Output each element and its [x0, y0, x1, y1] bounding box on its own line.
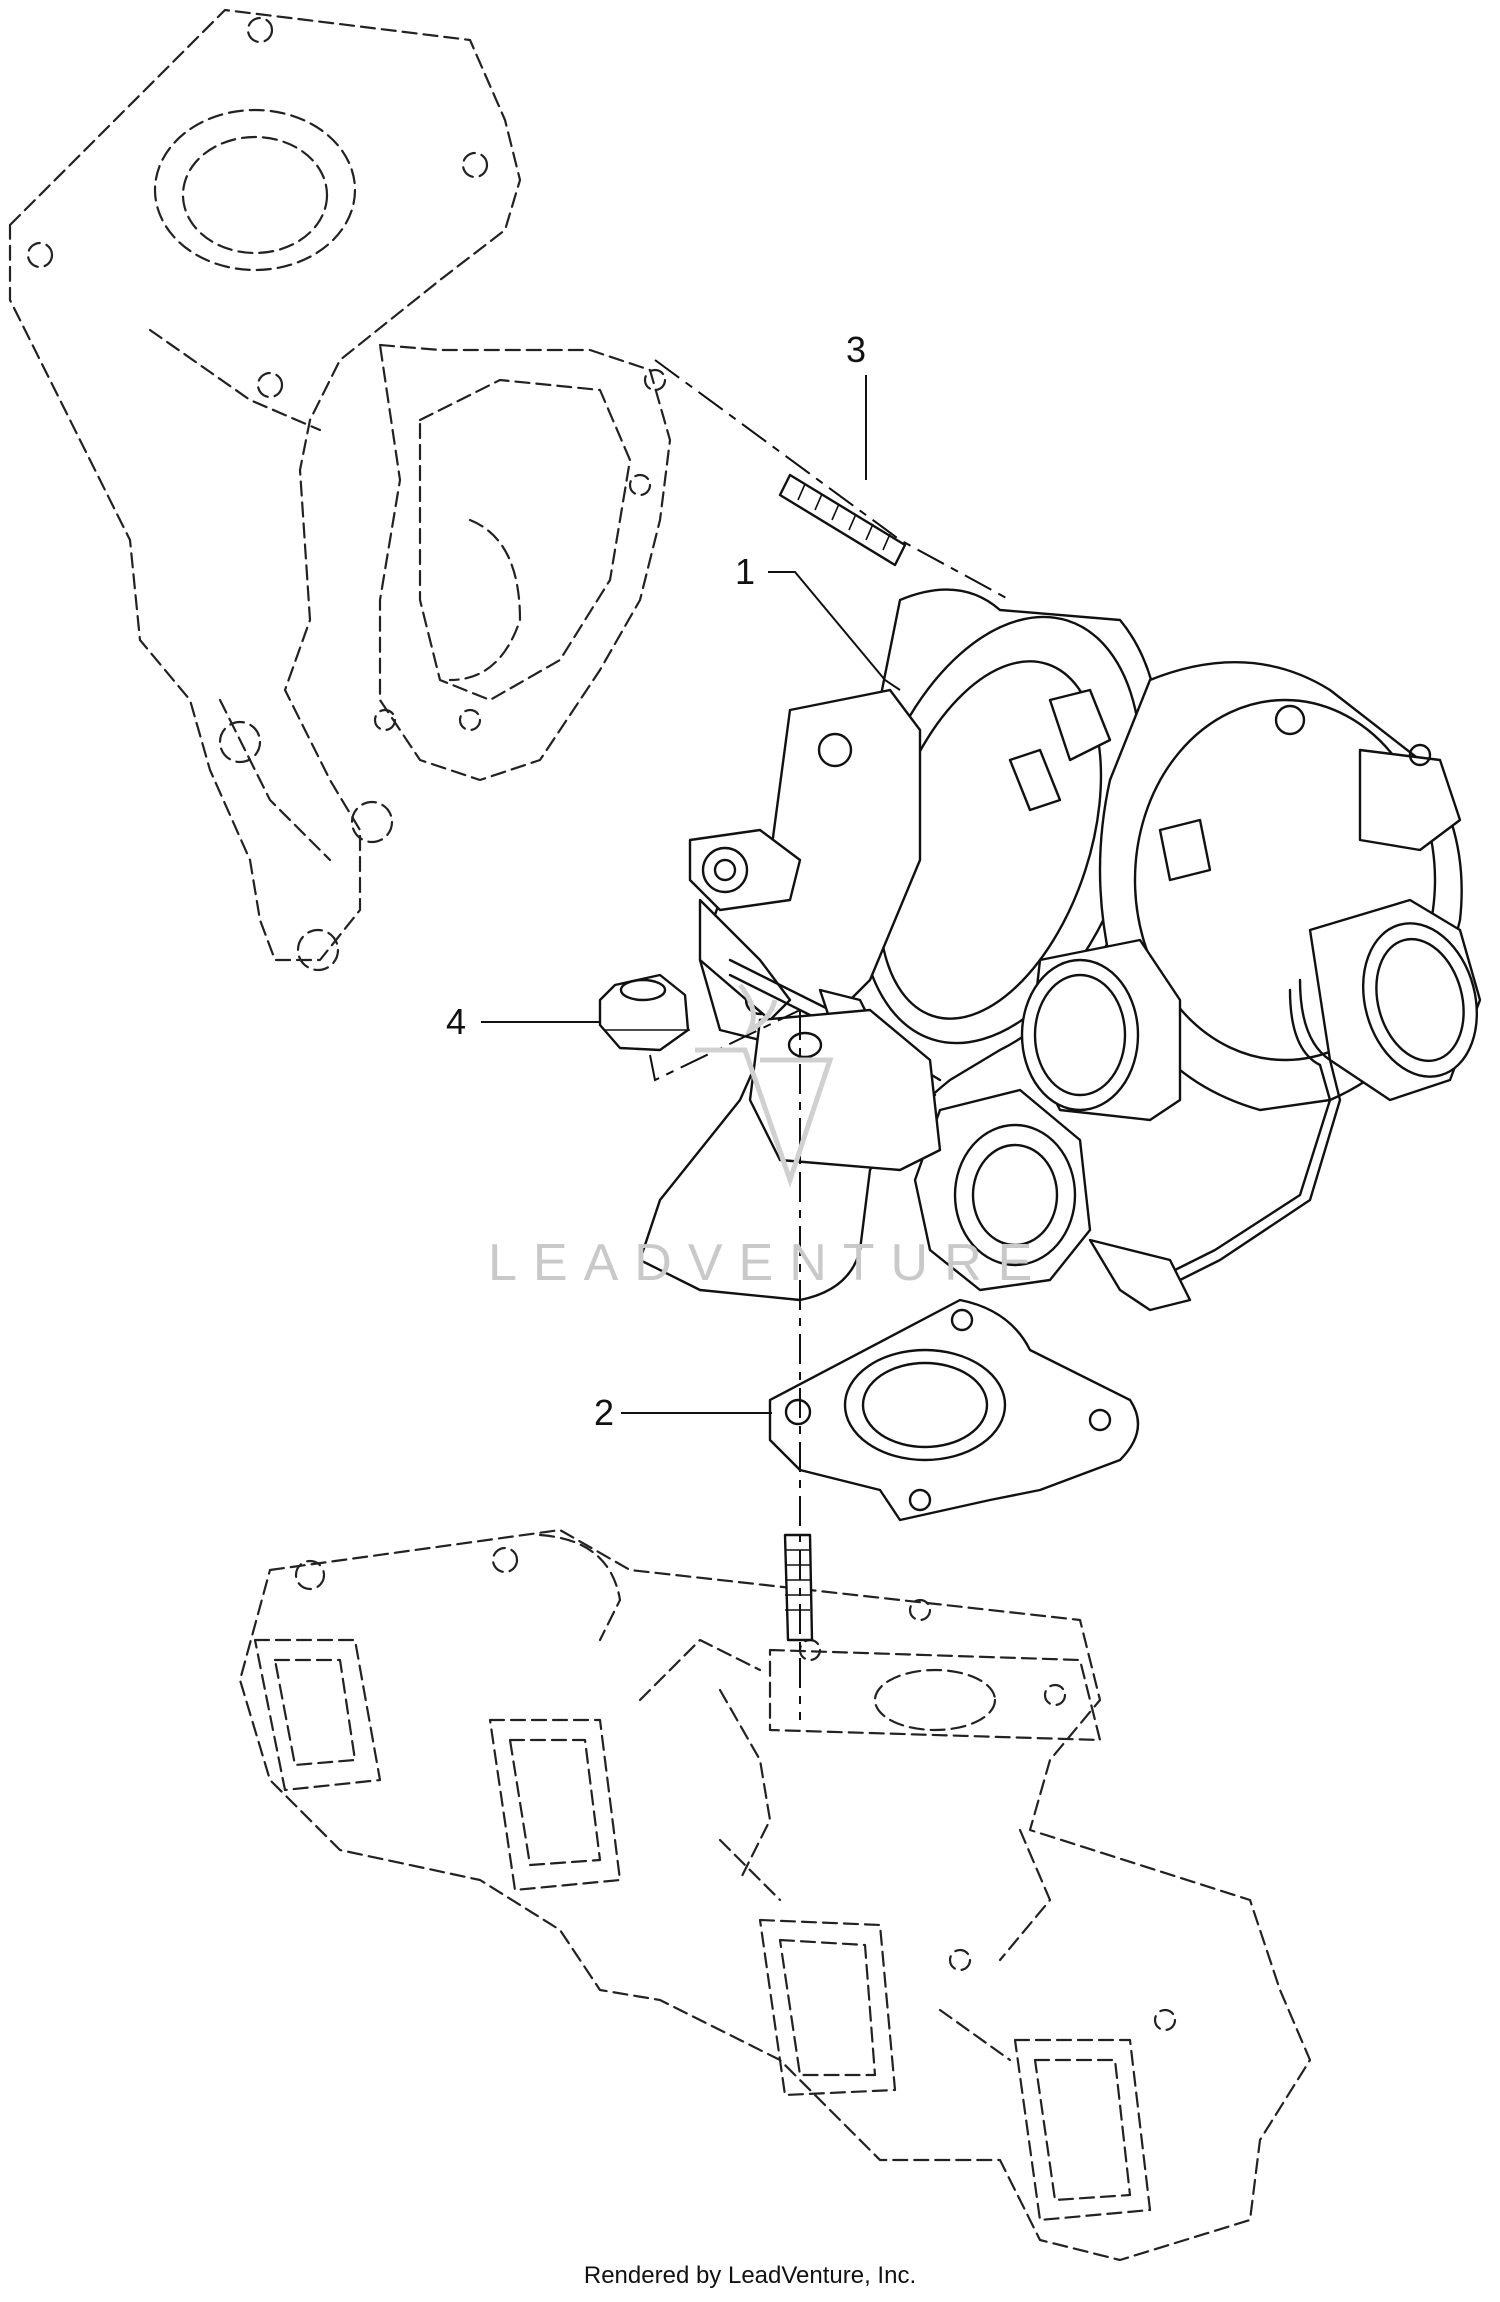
- callout-4: 4: [446, 1001, 466, 1042]
- exhaust-manifold-ghost: [238, 1528, 1312, 2262]
- part-2-gasket[interactable]: [768, 1298, 1140, 1522]
- part-4-nut[interactable]: [598, 973, 690, 1052]
- assembly-center-lines: [649, 359, 1011, 1720]
- rendered-by-footer: Rendered by LeadVenture, Inc.: [583, 2262, 917, 2289]
- lower-stud[interactable]: [783, 1533, 814, 1642]
- watermark-text: LEADVENTURE: [488, 1234, 1048, 1292]
- part-1-turbocharger[interactable]: [638, 581, 1493, 1312]
- callout-3: 3: [846, 329, 866, 370]
- part-3-stud[interactable]: [778, 473, 907, 567]
- upper-bracket-ghost: [8, 8, 672, 972]
- callout-1: 1: [735, 551, 755, 592]
- callout-leaders: [481, 375, 901, 1414]
- callout-2: 2: [594, 1392, 614, 1433]
- leadventure-watermark: LEADVENTURE: [488, 983, 1048, 1292]
